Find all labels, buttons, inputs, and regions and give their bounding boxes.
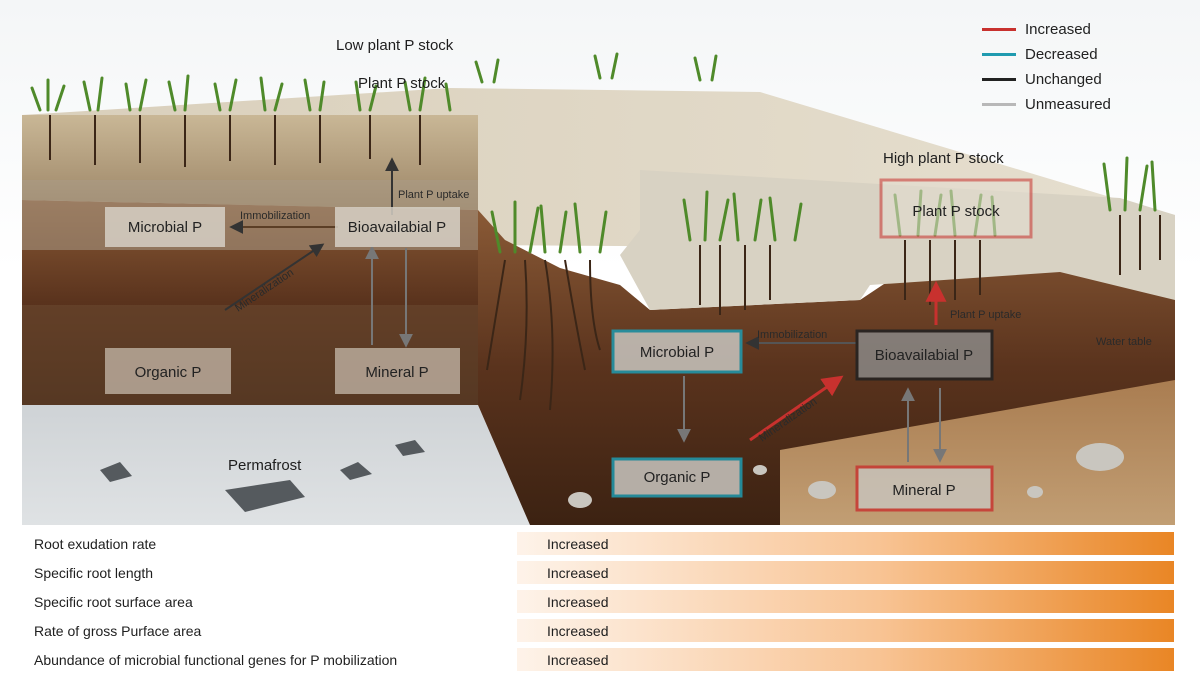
left-roots: [49, 115, 421, 167]
permafrost-label: Permafrost: [228, 457, 302, 474]
left-mineral-p-box: Mineral P: [335, 348, 460, 394]
left-uptake-label: Plant P uptake: [398, 189, 469, 201]
trait-row: Specific root surface area Increased: [22, 588, 1174, 617]
legend-item: Decreased: [982, 42, 1192, 67]
trait-status: Increased: [547, 565, 609, 581]
trait-status: Increased: [547, 594, 609, 610]
left-plant-p-stock: Plant P stock: [358, 75, 446, 92]
left-microbial-p-box: Microbial P: [105, 207, 225, 247]
legend-item: Unmeasured: [982, 92, 1192, 117]
left-organic-p-box: Organic P: [105, 348, 231, 394]
trait-bar: [517, 619, 1174, 642]
soil-cross-section: Low plant P stock Plant P stock Plant P …: [22, 37, 1175, 525]
legend-label: Increased: [1025, 21, 1091, 38]
trait-name: Rate of gross Purface area: [34, 623, 202, 639]
svg-text:Bioavailabial P: Bioavailabial P: [348, 219, 446, 236]
trait-bar: [517, 532, 1174, 555]
water-table-label: Water table: [1096, 336, 1152, 348]
trait-bar: [517, 561, 1174, 584]
right-roots: [486, 215, 1161, 411]
svg-text:Microbial P: Microbial P: [640, 344, 714, 361]
right-uptake-label: Plant P uptake: [950, 309, 1021, 321]
legend-label: Unchanged: [1025, 71, 1102, 88]
left-immobilization-label: Immobilization: [240, 210, 310, 222]
trait-row: Root exudation rate Increased: [22, 530, 1174, 559]
left-mineralization-arrow: [224, 243, 325, 311]
svg-text:Organic P: Organic P: [135, 364, 202, 381]
trait-row: Abundance of microbial functional genes …: [22, 646, 1174, 675]
svg-text:Mineral P: Mineral P: [365, 364, 428, 381]
right-microbial-p-box: Microbial P: [611, 329, 743, 374]
trait-status: Increased: [547, 623, 609, 639]
right-pebbles: [568, 443, 1124, 508]
svg-text:Organic P: Organic P: [644, 469, 711, 486]
left-heading: Low plant P stock: [336, 37, 454, 54]
svg-text:Plant P stock: Plant P stock: [912, 203, 1000, 220]
trait-name: Specific root surface area: [34, 594, 193, 610]
trait-name: Root exudation rate: [34, 536, 157, 552]
trait-bar: [517, 590, 1174, 613]
right-heading: High plant P stock: [883, 150, 1004, 167]
legend-item: Unchanged: [982, 67, 1192, 92]
right-organic-p-box: Organic P: [611, 457, 743, 498]
legend-swatch: [982, 103, 1016, 106]
legend-swatch: [982, 53, 1016, 56]
right-bioavailable-p-box: Bioavailabial P: [855, 329, 994, 381]
legend-label: Decreased: [1025, 46, 1098, 63]
permafrost-layer: [22, 405, 530, 525]
left-bioavailable-p-box: Bioavailabial P: [335, 207, 460, 247]
right-immobilization-label: Immobilization: [757, 329, 827, 341]
trait-status: Increased: [547, 536, 609, 552]
trait-name: Abundance of microbial functional genes …: [34, 652, 398, 668]
right-mineralization-arrow: [749, 375, 844, 442]
trait-status: Increased: [547, 652, 609, 668]
right-mineral-p-box: Mineral P: [855, 465, 994, 512]
trait-row: Rate of gross Purface area Increased: [22, 617, 1174, 646]
trait-bar: [517, 648, 1174, 671]
trait-name: Specific root length: [34, 565, 154, 581]
legend-swatch: [982, 78, 1016, 81]
permafrost-rocks: [100, 440, 425, 512]
svg-text:Bioavailabial P: Bioavailabial P: [875, 347, 973, 364]
svg-text:Microbial P: Microbial P: [128, 219, 202, 236]
svg-text:Mineral P: Mineral P: [892, 482, 955, 499]
trait-row: Specific root length Increased: [22, 559, 1174, 588]
legend-swatch: [982, 28, 1016, 31]
legend-item: Increased: [982, 17, 1192, 42]
right-plant-p-stock-box: Plant P stock: [879, 178, 1033, 239]
left-grass: [30, 74, 452, 112]
legend-label: Unmeasured: [1025, 96, 1111, 113]
